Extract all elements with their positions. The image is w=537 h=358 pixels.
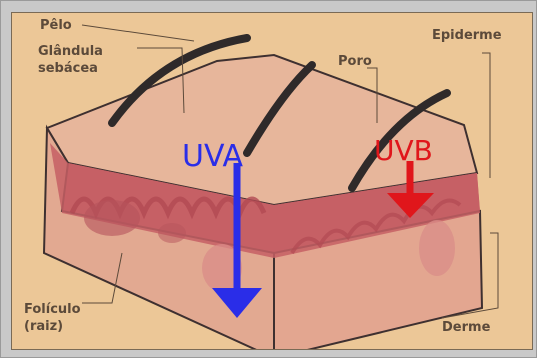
epiderme-leader [482, 53, 490, 178]
epiderme-label: Epiderme [432, 28, 502, 43]
sebaceous-gland-left [84, 200, 140, 236]
follicle-bulb-right [419, 220, 455, 276]
pelo-label: Pêlo [40, 18, 72, 33]
glandula-label-line1: Glândula [38, 44, 103, 59]
skin-diagram: UVA UVB Pêlo Glândula sebácea Poro Epide… [12, 13, 532, 349]
uvb-label: UVB [374, 134, 433, 167]
poro-label: Poro [338, 54, 372, 69]
foliculo-label-line1: Folículo [24, 302, 81, 317]
gland-mid [158, 223, 186, 243]
skin-diagram-canvas: UVA UVB Pêlo Glândula sebácea Poro Epide… [11, 12, 533, 350]
derme-label: Derme [442, 320, 491, 335]
foliculo-label-line2: (raiz) [24, 319, 63, 334]
uva-label: UVA [182, 139, 244, 174]
pelo-leader [82, 25, 194, 41]
glandula-label-line2: sebácea [38, 61, 98, 76]
